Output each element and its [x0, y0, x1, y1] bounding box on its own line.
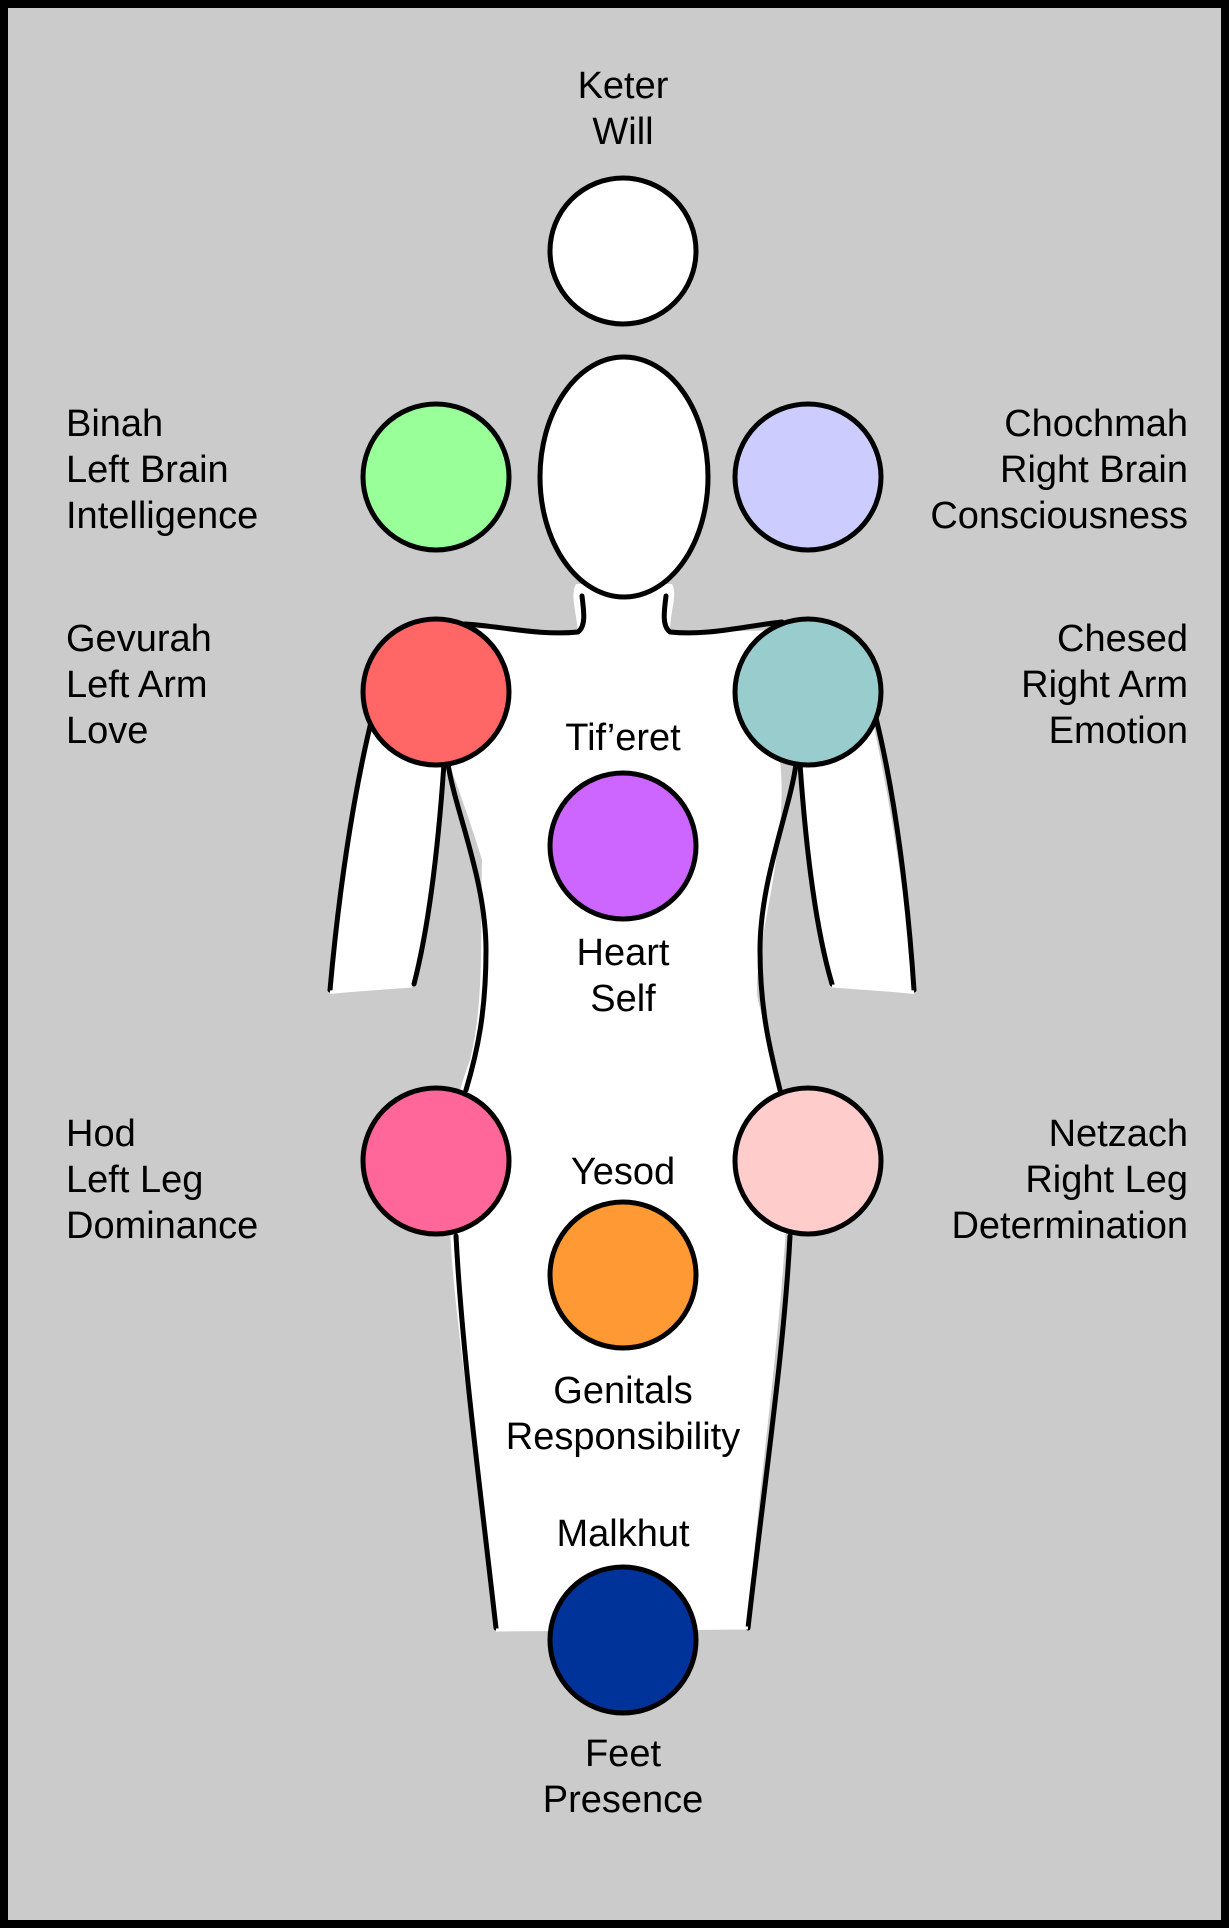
- binah-attribute: Intelligence: [66, 493, 258, 539]
- netzach-name: Netzach: [951, 1111, 1188, 1157]
- hod-circle: [363, 1088, 509, 1234]
- malkhut-label: Feet Presence: [523, 1731, 723, 1823]
- yesod-name: Yesod: [523, 1149, 723, 1195]
- yesod-body-part: Genitals: [463, 1368, 783, 1414]
- chesed-attribute: Emotion: [1021, 708, 1188, 754]
- tiferet-name-label: Tif’eret: [523, 715, 723, 761]
- tiferet-attribute: Self: [523, 976, 723, 1022]
- chochmah-circle: [735, 404, 881, 550]
- hod-body-part: Left Leg: [66, 1157, 258, 1203]
- netzach-body-part: Right Leg: [951, 1157, 1188, 1203]
- malkhut-name: Malkhut: [523, 1511, 723, 1557]
- chochmah-body-part: Right Brain: [930, 447, 1188, 493]
- yesod-attribute: Responsibility: [463, 1414, 783, 1460]
- netzach-attribute: Determination: [951, 1203, 1188, 1249]
- keter-attribute: Will: [523, 109, 723, 155]
- chesed-label: Chesed Right Arm Emotion: [1021, 616, 1188, 754]
- yesod-label: Genitals Responsibility: [463, 1368, 783, 1460]
- malkhut-body-part: Feet: [523, 1731, 723, 1777]
- hod-name: Hod: [66, 1111, 258, 1157]
- tiferet-name: Tif’eret: [523, 715, 723, 761]
- hod-attribute: Dominance: [66, 1203, 258, 1249]
- keter-name: Keter: [523, 63, 723, 109]
- hod-label: Hod Left Leg Dominance: [66, 1111, 258, 1249]
- chochmah-name: Chochmah: [930, 401, 1188, 447]
- chesed-name: Chesed: [1021, 616, 1188, 662]
- malkhut-attribute: Presence: [523, 1777, 723, 1823]
- binah-label: Binah Left Brain Intelligence: [66, 401, 258, 539]
- head: [540, 357, 708, 597]
- tiferet-label: Heart Self: [523, 930, 723, 1022]
- binah-name: Binah: [66, 401, 258, 447]
- chesed-circle: [735, 619, 881, 765]
- chochmah-label: Chochmah Right Brain Consciousness: [930, 401, 1188, 539]
- gevurah-attribute: Love: [66, 708, 212, 754]
- binah-body-part: Left Brain: [66, 447, 258, 493]
- malkhut-name-label: Malkhut: [523, 1511, 723, 1557]
- netzach-label: Netzach Right Leg Determination: [951, 1111, 1188, 1249]
- tiferet-circle: [550, 773, 696, 919]
- yesod-name-label: Yesod: [523, 1149, 723, 1195]
- malkhut-circle: [550, 1567, 696, 1713]
- binah-circle: [363, 404, 509, 550]
- gevurah-name: Gevurah: [66, 616, 212, 662]
- chochmah-attribute: Consciousness: [930, 493, 1188, 539]
- tiferet-body-part: Heart: [523, 930, 723, 976]
- netzach-circle: [735, 1088, 881, 1234]
- gevurah-body-part: Left Arm: [66, 662, 212, 708]
- gevurah-circle: [363, 619, 509, 765]
- yesod-circle: [550, 1202, 696, 1348]
- keter-circle: [550, 178, 696, 324]
- gevurah-label: Gevurah Left Arm Love: [66, 616, 212, 754]
- chesed-body-part: Right Arm: [1021, 662, 1188, 708]
- keter-label: Keter Will: [523, 63, 723, 155]
